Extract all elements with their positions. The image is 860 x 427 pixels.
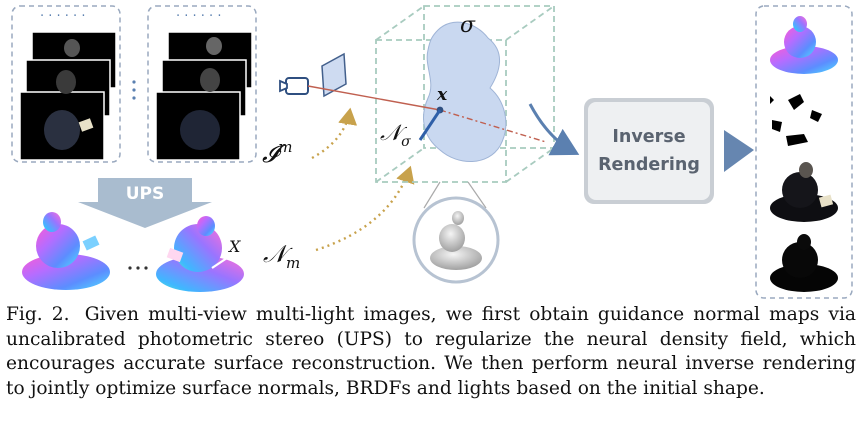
inverse-rendering-box: Inverse Rendering [584, 98, 714, 204]
output-brdf-mask [770, 94, 822, 146]
output-arrow-head [724, 130, 754, 172]
density-normal-symbol: 𝒩σ [380, 121, 411, 150]
inverse-label: Inverse [612, 127, 685, 147]
statue-silhouette [200, 68, 220, 92]
dots-row-left: · · · · · · [40, 9, 85, 24]
zoom-line-right [467, 181, 487, 209]
figure-caption: Fig. 2. Given multi-view multi-light ima… [6, 303, 856, 401]
statue-silhouette [44, 110, 80, 150]
image-symbol: 𝓘m [262, 138, 292, 168]
dotted-arrow-normals [315, 165, 415, 252]
statue-silhouette [64, 39, 80, 57]
caption-label: Fig. 2. [6, 304, 70, 325]
zoom-line-left [423, 181, 441, 209]
point-label-X: X [227, 237, 241, 256]
statue-silhouette [180, 110, 220, 150]
output-normal-map [770, 16, 838, 74]
arrow-to-inverse-rendering [528, 103, 580, 156]
output-rendered-image [770, 162, 838, 222]
normal-map-m [156, 216, 244, 292]
density-blob [423, 21, 507, 163]
ups-label: UPS [126, 184, 165, 204]
statue-silhouette [206, 37, 222, 55]
output-light-image [770, 234, 838, 292]
normal-map-1 [22, 212, 110, 290]
dots-normals [128, 266, 148, 270]
sigma-label: σ [460, 13, 476, 38]
method-overview-figure: · · · · · · · · · · · · UPS X 𝓘m 𝒩m [11, 5, 853, 299]
camera-icon [279, 52, 347, 98]
dots-row-right: · · · · · · [176, 9, 221, 24]
statue-silhouette [56, 70, 76, 94]
rendered-shape-inset [412, 196, 500, 284]
input-images-view-1 [11, 5, 121, 163]
rendering-label: Rendering [598, 155, 700, 175]
normal-map-symbol: 𝒩m [263, 240, 300, 272]
dots-vertical [132, 80, 136, 100]
point-label-x: x [436, 85, 448, 105]
normal-vector [418, 109, 442, 141]
outputs-column [755, 5, 853, 299]
dotted-arrow-images [311, 107, 358, 160]
camera-ray [307, 85, 441, 111]
camera-ray-extension [439, 109, 547, 143]
density-cube [375, 5, 555, 183]
caption-text: Given multi-view multi-light images, we … [6, 304, 856, 399]
ups-arrow: UPS [78, 178, 212, 228]
input-images-view-m [147, 5, 257, 163]
